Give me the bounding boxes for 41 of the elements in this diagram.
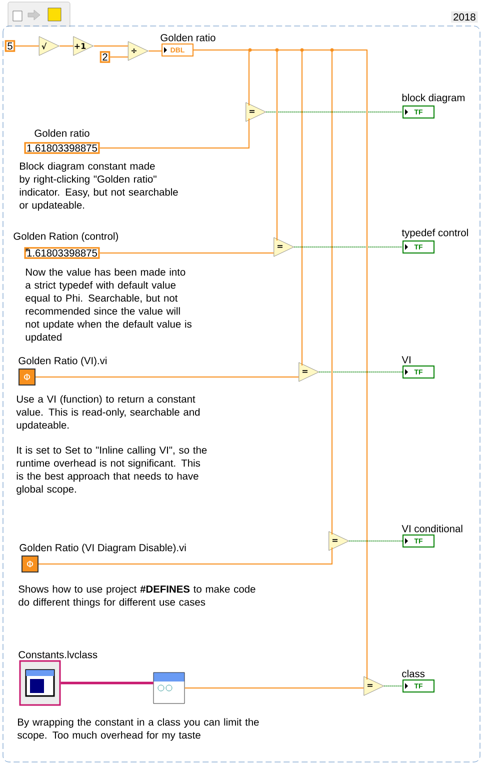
function-node: +1 — [73, 36, 94, 56]
comment-text: It is set to Set to "Inline calling VI", so the runtime overhead is not significant. This is the best approach that needs to have global scope. — [16, 446, 207, 495]
node-label: Golden Ratio (VI).vi — [18, 356, 106, 366]
function-node: = — [274, 237, 294, 257]
year-tag: 2018 — [451, 11, 478, 23]
comment-text: Shows how to use project #DEFINES to make code do different things for different use cases — [18, 585, 256, 608]
property-node — [153, 672, 185, 704]
function-node: = — [298, 362, 320, 382]
node-label: VI conditional — [402, 524, 462, 532]
node-label: Golden ratio — [34, 129, 90, 137]
numeric-constant: 1.61803398875 — [24, 142, 100, 154]
wire — [148, 50, 162, 52]
wire — [35, 376, 300, 378]
wire — [110, 56, 128, 58]
node-label: typedef control — [402, 228, 468, 238]
node-label: Golden Ratio (VI Diagram Disable).vi — [20, 544, 186, 554]
node-label: Golden ratio — [160, 34, 216, 42]
comment-text: Now the value has been made into a strict typedef with default value equal to Phi. Searchable, but not recommended since the value will not update when the default value is updated — [26, 268, 192, 343]
typedef-constant: 1.61803398875 — [24, 247, 100, 259]
wire — [193, 50, 368, 680]
node-label: block diagram — [402, 94, 464, 104]
node-label: VI — [402, 356, 410, 364]
node-label: class — [402, 670, 425, 678]
wire — [348, 540, 403, 542]
wire — [99, 252, 274, 254]
wire — [294, 246, 403, 248]
comment-text: Block diagram constant made by right-clicking "Golden ratio" indicator. Easy, but not searchable or updateable. — [20, 162, 178, 211]
comment-text: By wrapping the constant in a class you can limit the scope. Too much overhead for my taste — [17, 718, 259, 741]
numeric-constant: 5 — [4, 40, 16, 52]
function-node: ÷ — [128, 41, 148, 61]
function-node: = — [246, 102, 266, 122]
wire — [99, 118, 250, 148]
wire — [38, 547, 332, 564]
node-label: Constants.lvclass — [18, 650, 98, 658]
wire — [60, 682, 154, 684]
function-node: = — [364, 676, 384, 696]
comment-text: Use a VI (function) to return a constant value. This is read-only, searchable and updateable. — [16, 395, 200, 431]
function-node: = — [328, 531, 350, 551]
numeric-constant: 2 — [100, 51, 110, 63]
function-node: √ — [38, 36, 60, 56]
node-label: Golden Ration (control) — [14, 232, 118, 242]
